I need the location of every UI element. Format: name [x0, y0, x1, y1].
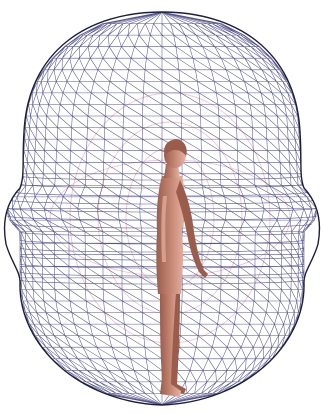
- wireframe-scene: [0, 0, 324, 415]
